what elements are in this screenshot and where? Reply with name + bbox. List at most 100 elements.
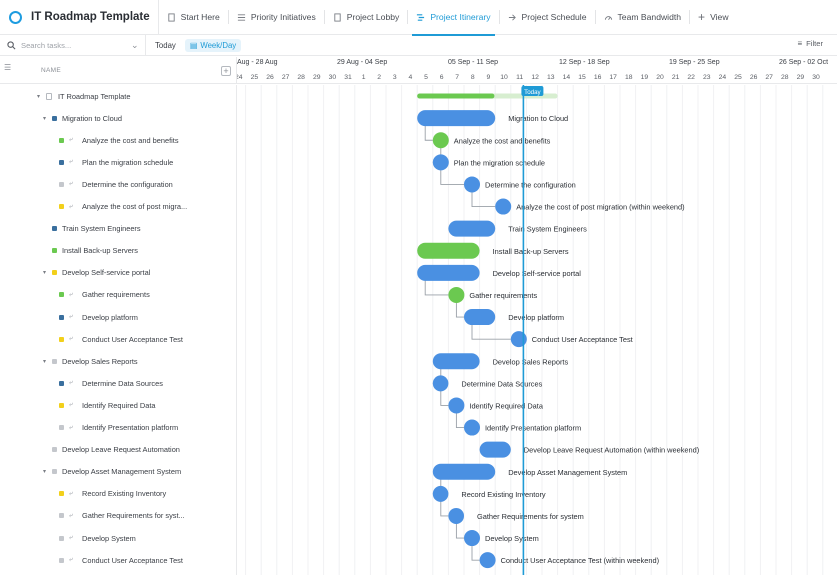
task-row[interactable]: ▾ Migration to Cloud — [0, 107, 237, 129]
task-bar[interactable] — [464, 176, 480, 193]
status-square[interactable] — [59, 336, 64, 342]
task-row[interactable]: ⤶Plan the migration schedule — [0, 151, 237, 173]
task-name[interactable]: Identify Presentation platform — [82, 423, 179, 432]
task-bar[interactable] — [432, 463, 496, 480]
collapse-caret-icon[interactable]: ▾ — [43, 270, 47, 277]
task-bar[interactable] — [448, 286, 465, 303]
name-column-header[interactable]: NAME — [41, 67, 61, 74]
status-square[interactable] — [59, 535, 64, 541]
task-name[interactable]: Determine the configuration — [82, 179, 173, 189]
status-square[interactable] — [52, 248, 57, 254]
collapse-caret-icon[interactable]: ▾ — [37, 93, 41, 100]
status-square[interactable] — [52, 115, 57, 121]
status-square[interactable] — [59, 159, 64, 165]
task-row[interactable]: Train System Engineers — [0, 218, 237, 240]
task-name[interactable]: Develop Sales Reports — [62, 356, 138, 366]
task-bar[interactable] — [432, 132, 449, 149]
task-bar[interactable] — [417, 242, 480, 259]
task-name[interactable]: Gather Requirements for syst... — [82, 511, 185, 521]
status-square[interactable] — [59, 491, 64, 497]
status-square[interactable] — [59, 292, 64, 298]
task-row[interactable]: ⤶Determine the configuration — [0, 173, 237, 195]
status-square[interactable] — [59, 425, 64, 430]
task-name[interactable]: Gather requirements — [82, 290, 150, 300]
status-square[interactable] — [52, 226, 57, 232]
status-square[interactable] — [59, 380, 64, 386]
task-bar[interactable] — [448, 220, 496, 237]
task-row[interactable]: ⤶Conduct User Acceptance Test — [0, 328, 237, 350]
task-bar[interactable] — [479, 552, 496, 569]
task-bar[interactable] — [432, 485, 449, 502]
task-bar[interactable] — [448, 397, 465, 414]
status-square[interactable] — [59, 181, 64, 187]
add-column-button[interactable]: + — [221, 66, 231, 76]
collapse-caret-icon[interactable]: ▾ — [43, 115, 47, 122]
task-bar[interactable] — [432, 154, 449, 171]
task-name[interactable]: Identify Required Data — [82, 400, 156, 410]
tab-project-lobby[interactable]: Project Lobby — [325, 0, 408, 35]
task-name[interactable]: Develop System — [82, 533, 136, 543]
task-name[interactable]: Conduct User Acceptance Test — [82, 334, 183, 344]
task-bar[interactable] — [479, 441, 511, 458]
status-square[interactable] — [59, 314, 64, 320]
status-square[interactable] — [52, 358, 57, 364]
task-name[interactable]: Migration to Cloud — [62, 113, 122, 123]
today-button[interactable]: Today — [155, 40, 176, 50]
task-name[interactable]: Train System Engineers — [62, 224, 141, 234]
tab-priority-initiatives[interactable]: Priority Initiatives — [229, 0, 324, 35]
collapse-caret-icon[interactable]: ▾ — [43, 358, 47, 365]
task-row[interactable]: ▾ IT Roadmap Template — [0, 85, 237, 107]
add-view-button[interactable]: + View — [690, 10, 737, 24]
task-row[interactable]: ⤶Gather requirements — [0, 284, 237, 306]
status-square[interactable] — [52, 469, 57, 475]
task-name[interactable]: Develop platform — [82, 312, 138, 322]
status-square[interactable] — [59, 557, 64, 563]
chevron-down-icon[interactable]: ⌄ — [131, 39, 139, 50]
app-title[interactable]: IT Roadmap Template — [31, 11, 150, 23]
task-row[interactable]: ▾ Develop Asset Management System — [0, 461, 237, 483]
task-name[interactable]: Analyze the cost of post migra... — [82, 202, 188, 211]
task-bar[interactable] — [417, 110, 496, 127]
task-name[interactable]: Develop Leave Request Automation — [62, 445, 180, 455]
task-row[interactable]: ▾ Develop Self-service portal — [0, 262, 237, 284]
task-row[interactable]: ⤶Record Existing Inventory — [0, 483, 237, 505]
task-bar[interactable] — [464, 530, 480, 547]
task-row[interactable]: Develop Leave Request Automation — [0, 439, 237, 461]
collapse-caret-icon[interactable]: ▾ — [43, 469, 47, 476]
task-name[interactable]: Install Back-up Servers — [62, 246, 138, 256]
task-name[interactable]: Develop Self-service portal — [62, 268, 151, 278]
status-square[interactable] — [59, 402, 64, 408]
columns-icon[interactable]: ☰ — [4, 63, 12, 72]
task-row[interactable]: ⤶Analyze the cost of post migra... — [0, 196, 237, 218]
task-bar[interactable] — [432, 353, 480, 370]
task-bar[interactable] — [495, 198, 512, 215]
task-row[interactable]: Install Back-up Servers — [0, 240, 237, 262]
list-icon[interactable] — [46, 92, 52, 100]
task-bar[interactable] — [510, 331, 527, 348]
status-square[interactable] — [52, 447, 57, 453]
task-name[interactable]: Develop Asset Management System — [62, 467, 182, 477]
filter-button[interactable]: ≡ Filter — [797, 39, 823, 48]
task-bar[interactable] — [432, 375, 449, 392]
task-row[interactable]: ⤶Identify Presentation platform — [0, 417, 237, 439]
task-name[interactable]: Plan the migration schedule — [82, 157, 174, 167]
task-row[interactable]: ⤶Identify Required Data — [0, 394, 237, 416]
task-name[interactable]: Record Existing Inventory — [82, 489, 167, 499]
task-name[interactable]: Determine Data Sources — [82, 378, 163, 388]
search-input[interactable] — [21, 40, 129, 50]
task-row[interactable]: ⤶Determine Data Sources — [0, 372, 237, 394]
task-bar[interactable] — [464, 309, 496, 326]
task-row[interactable]: ⤶Conduct User Acceptance Test — [0, 549, 237, 571]
task-row[interactable]: ⤶Develop System — [0, 527, 237, 549]
task-name[interactable]: IT Roadmap Template — [58, 91, 131, 101]
tab-project-itinerary[interactable]: Project Itinerary — [408, 0, 498, 36]
tab-project-schedule[interactable]: Project Schedule — [500, 0, 595, 35]
week-day-toggle[interactable]: ▤ Week/Day — [184, 38, 242, 52]
task-row[interactable]: ⤶Analyze the cost and benefits — [0, 129, 237, 151]
task-bar[interactable] — [464, 419, 480, 436]
task-bar[interactable] — [448, 507, 464, 524]
tab-team-bandwidth[interactable]: Team Bandwidth — [596, 0, 690, 35]
tab-start-here[interactable]: Start Here — [159, 0, 228, 35]
task-row[interactable]: ▾ Develop Sales Reports — [0, 350, 237, 372]
status-square[interactable] — [52, 270, 57, 276]
